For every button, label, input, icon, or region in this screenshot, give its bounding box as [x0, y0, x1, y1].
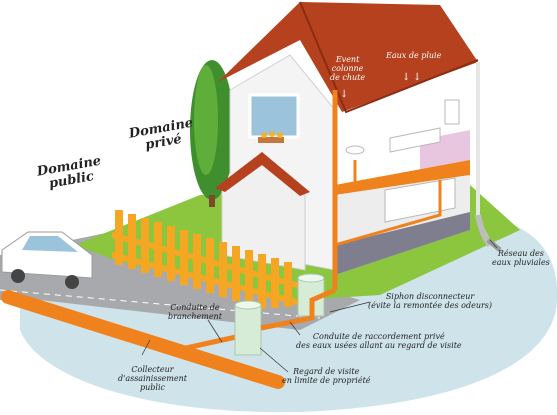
fence [112, 210, 300, 309]
leader-line [141, 339, 151, 356]
public-collector-pipe [1, 290, 285, 389]
roof-edge [299, 1, 479, 114]
garage-roof [215, 152, 310, 196]
interior-lower-floor [335, 212, 470, 275]
house-roof [218, 2, 478, 112]
flower-box [258, 137, 284, 143]
arrow-down-icon: ↓ [402, 72, 410, 83]
label-collecteur: Collecteur d'assainissement public [118, 365, 187, 392]
flower-icon [269, 131, 275, 137]
label-conduite-branchement: Conduite de branchement [168, 303, 222, 321]
arrow-down-icon: ↓ [413, 72, 421, 83]
water-heater [444, 99, 460, 125]
drain-line-upper [334, 160, 357, 190]
tree-foliage-light [194, 65, 218, 175]
interior-upper-floor [335, 160, 470, 195]
bathtub [389, 127, 441, 153]
leader-line [259, 347, 289, 373]
label-eaux-pluie: Eaux de pluie [386, 51, 442, 60]
house-window [248, 93, 300, 139]
washbasin [345, 145, 365, 155]
private-connection-conduit [260, 287, 336, 331]
drain-line-lower [334, 180, 442, 247]
leader-line [489, 239, 498, 249]
inspection-chamber [234, 304, 262, 356]
leader-line [329, 301, 371, 313]
label-event: Event colonne de chute [330, 55, 366, 82]
flower-icon [277, 132, 283, 138]
branch-conduit [167, 332, 246, 355]
tree-trunk [209, 195, 215, 207]
siphon-chamber-top [297, 273, 325, 283]
leader-line [289, 321, 301, 336]
car [1, 231, 93, 289]
arrow-down-icon: ↓ [340, 89, 348, 100]
leader-line [207, 319, 223, 343]
inspection-chamber-top [234, 300, 262, 310]
flower-icon [261, 132, 267, 138]
label-reseau-pluviales: Réseau des eaux pluviales [492, 249, 550, 267]
road-line [0, 289, 321, 319]
label-regard: Regard de visite en limite de propriété [282, 367, 371, 385]
label-conduite-raccordement: Conduite de raccordement privé des eaux … [296, 332, 462, 350]
label-siphon: Siphon disconnecteur (évite la remontée … [368, 292, 493, 310]
kitchen-cabinets [384, 177, 456, 223]
